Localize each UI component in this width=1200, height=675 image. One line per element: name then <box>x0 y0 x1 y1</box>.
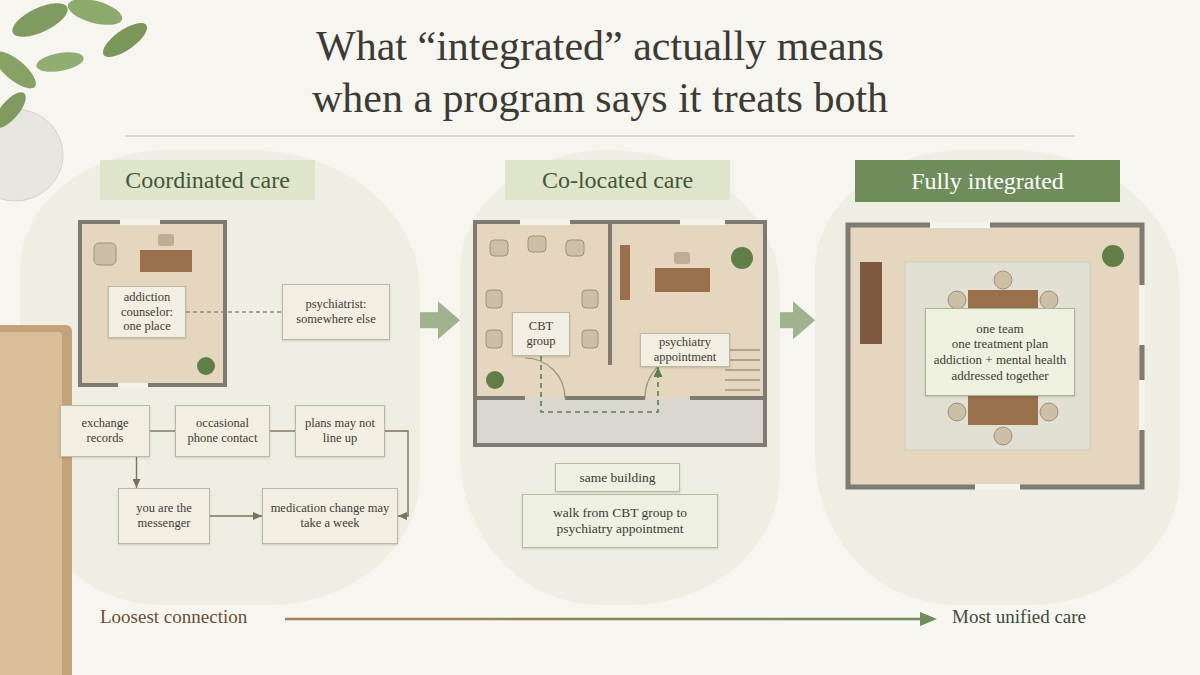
flow-arrow <box>780 312 793 328</box>
panel-heading: Coordinated care <box>100 160 315 200</box>
axis-label: Most unified care <box>952 606 1086 628</box>
box-text: walk from CBT group to psychiatry appoin… <box>527 505 713 537</box>
title: What “integrated” actually means when a … <box>290 20 910 124</box>
leaf <box>0 87 31 132</box>
connector <box>385 431 408 516</box>
step-box: you are the messenger <box>118 488 210 544</box>
stage-panel: Co-located careCBT group psychiatry appoi… <box>460 150 780 605</box>
leaf <box>65 0 125 30</box>
box-text: addiction + mental health addressed toge… <box>930 352 1070 383</box>
box-text: occasional phone contact <box>180 416 265 446</box>
leaf <box>8 0 73 44</box>
box-text: psychiatrist: somewhere else <box>287 297 385 327</box>
leaf <box>98 17 152 63</box>
step-box: medication change may take a week <box>262 488 398 544</box>
room-label: psychiatry appointment <box>640 333 730 367</box>
box-text: CBT group <box>517 319 565 349</box>
connector <box>541 356 658 412</box>
box-text: psychiatry appointment <box>645 335 725 365</box>
panel-heading: Co-located care <box>505 160 730 200</box>
box-text: addiction counselor: one place <box>113 290 181 334</box>
box-text: one treatment plan <box>952 336 1049 352</box>
box-text: exchange records <box>65 416 145 446</box>
connector <box>150 430 175 431</box>
leaf <box>35 49 85 75</box>
connector <box>186 311 282 312</box>
axis-line <box>285 618 922 621</box>
axis-head <box>920 612 937 626</box>
step-box: plans may not line up <box>295 405 385 457</box>
box-text: plans may not line up <box>300 416 380 446</box>
box-text: you are the messenger <box>123 501 205 531</box>
stage-panel: Fully integrated one teamone treatment pl… <box>815 150 1180 605</box>
role-box: psychiatrist: somewhere else <box>282 284 390 340</box>
stage-panel: Coordinated care addiction counselor: one… <box>20 150 420 605</box>
role-box: addiction counselor: one place <box>108 286 186 338</box>
note-box: walk from CBT group to psychiatry appoin… <box>522 494 718 548</box>
box-text: one team <box>976 321 1023 337</box>
team-box: one teamone treatment planaddiction + me… <box>925 308 1075 396</box>
connector <box>136 457 137 488</box>
plant-pot <box>0 109 63 201</box>
step-box: exchange records <box>60 405 150 457</box>
box-text: same building <box>579 470 655 486</box>
panel-heading: Fully integrated <box>855 160 1120 202</box>
note-box: same building <box>555 463 680 492</box>
axis-label: Loosest connection <box>100 606 247 628</box>
connector <box>210 515 262 516</box>
connector <box>270 430 295 431</box>
box-text: medication change may take a week <box>267 501 393 531</box>
step-box: occasional phone contact <box>175 405 270 457</box>
leaf <box>0 46 41 95</box>
title-rule <box>125 135 1075 136</box>
room-label: CBT group <box>512 312 570 356</box>
flow-arrow <box>420 312 438 328</box>
